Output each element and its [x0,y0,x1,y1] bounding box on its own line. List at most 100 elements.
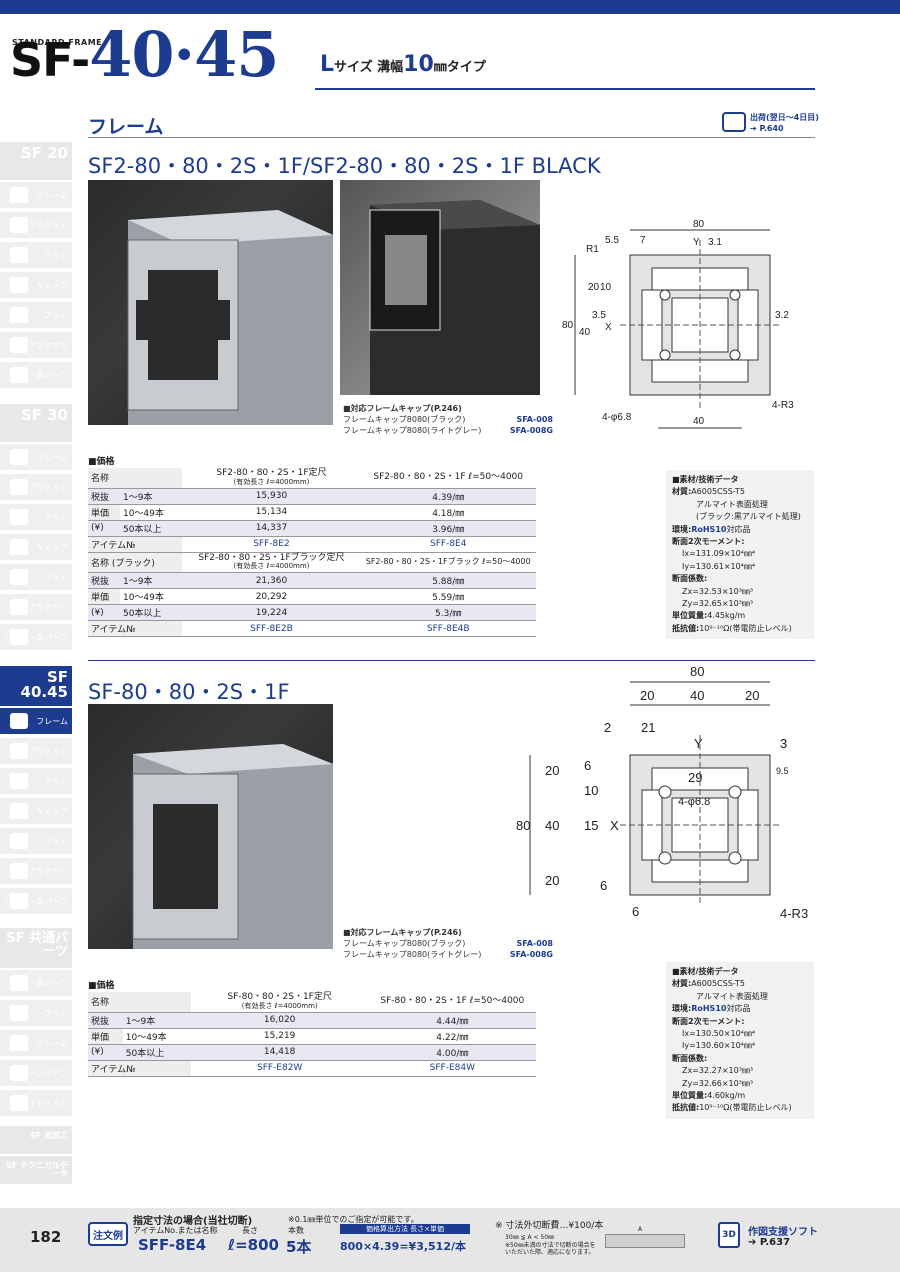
sidebar-item-icon [10,277,28,293]
sidebar-item-icon [10,569,28,585]
item-code-fixed[interactable]: SFF-8E2B [182,620,361,638]
col1-title: SF-80・80・2S・1F定尺 [227,992,332,1002]
sidebar-item[interactable]: アクセサリ [0,858,72,884]
sidebar-head-sf4045[interactable]: SF 40.45 [0,666,72,706]
order-item: SFF-8E4 [138,1236,207,1254]
item-code-fixed[interactable]: SFF-8E2 [182,536,361,553]
spec-key: 材質: [672,979,692,989]
sidebar-item[interactable]: フレーム [0,708,72,734]
table-col2-header: SF2-80・80・2S・1F ℓ=50〜4000 [360,468,536,489]
top-bar [0,0,900,14]
item-no-label: アイテム№ [88,536,183,553]
sidebar-head-sf30[interactable]: SF 30 [0,404,72,442]
cap-gray-code[interactable]: SFA-008G [509,949,553,959]
sidebar-item[interactable]: ナット [0,768,72,794]
item-code-cut[interactable]: SFF-8E4 [360,536,536,553]
sidebar-item-icon [10,599,28,615]
cut-fee: ※ 寸法外切断費…¥100/本 [495,1221,604,1231]
standard-frame-label: STANDARD FRAME [12,38,103,47]
sidebar-item[interactable]: フレーム [0,182,72,208]
sidebar-item[interactable]: キャップ [0,534,72,560]
spec-env: 対応品 [726,524,751,534]
sidebar-item[interactable]: フット [0,302,72,328]
sidebar-item-label: ブラケット [28,220,68,230]
qty-range: 10〜49本 [119,504,183,521]
item-code-cut[interactable]: SFF-E84W [368,1060,536,1077]
dim-3-1: 3.1 [708,237,722,248]
dim-h40: 40 [579,327,591,338]
spec-ix: Ix=130.50×10⁴㎜⁴ [682,1028,756,1038]
sidebar-item[interactable]: ボルト・ネジ [0,1090,72,1116]
table-name-label: 名称 [88,468,183,489]
item-code-fixed[interactable]: SFF-E82W [190,1060,369,1077]
sidebar-item-icon [10,509,28,525]
sidebar-item[interactable]: クリーンファン [0,1060,72,1086]
sidebar-item[interactable]: フット [0,1000,72,1026]
cap-gray-code[interactable]: SFA-008G [509,425,553,435]
sidebar-head-sf20[interactable]: SF 20 [0,142,72,180]
dim-3: 3 [780,736,787,751]
cap-black-code[interactable]: SFA-008 [516,414,553,424]
sidebar-item-label: フレーム [36,190,68,200]
sidebar-item[interactable]: パネル・扉パーツ [0,624,72,650]
sidebar-item[interactable]: キャップ [0,798,72,824]
dim-20-bottom: 20 [545,873,559,888]
sidebar-item-label: フレーム [36,452,68,462]
sidebar-item[interactable]: アクセサリ [0,332,72,358]
software-page-link[interactable]: ➔ P.637 [748,1237,791,1248]
sidebar-item[interactable]: フット [0,564,72,590]
sidebar-item[interactable]: パネル・扉パーツ [0,888,72,914]
spec-env: 対応品 [726,1004,751,1014]
price-fixed: 19,224 [182,604,361,622]
3d-software-icon[interactable]: 3D [718,1222,740,1248]
price-per-mm: 4.22/㎜ [368,1028,536,1045]
sidebar-item-icon [10,367,28,383]
sidebar-item-label: ボルト・ネジ [20,1098,68,1108]
order-example-badge: 注文例 [88,1222,128,1246]
hole-spec: 4-φ6.8 [602,412,632,423]
dim-9-5: 9.5 [776,766,789,776]
sidebar-item[interactable]: ナット [0,242,72,268]
product2-price-title: ■価格 [88,981,115,991]
sidebar-item[interactable]: ブラケット [0,474,72,500]
sidebar-item[interactable]: パネル・扉パーツ [0,970,72,996]
item-code-cut[interactable]: SFF-8E4B [360,620,536,638]
sidebar-item-label: パネル・扉パーツ [4,632,68,642]
sidebar-item[interactable]: キャップ [0,272,72,298]
price-per-mm: 4.44/㎜ [368,1012,536,1029]
sidebar-item[interactable]: フレーム [0,444,72,470]
sidebar-head-common[interactable]: SF 共通パーツ [0,928,72,968]
sidebar-item[interactable]: ナット [0,504,72,530]
sidebar-item[interactable]: フット [0,828,72,854]
spec-key: 抵抗値: [672,623,700,633]
sidebar-item[interactable]: ブラケット [0,738,72,764]
sidebar-item[interactable]: アクセサリ [0,594,72,620]
table-header-row: 名称 (ブラック) SF2-80・80・2S・1Fブラック定尺(有効長さ ℓ=4… [88,552,536,574]
sidebar-item[interactable]: ブラケット [0,212,72,238]
sidebar-head-tech[interactable]: SF テクニカルデータ [0,1156,72,1184]
section-rule [88,137,815,138]
sidebar-item-label: フレーム [36,1038,68,1048]
spec-treatment: アルマイト表面処理 [696,991,768,1001]
sidebar-head-extra[interactable]: SF 追加工 [0,1126,72,1154]
cap-note-head: ■対応フレームキャップ(P.246) [343,928,462,937]
qty-range: 50本以上 [119,520,183,537]
shipping-page-link[interactable]: ➔ P.640 [750,124,784,134]
dim-width: 80 [690,664,704,679]
sidebar-item[interactable]: フレーム [0,1030,72,1056]
price-per-mm: 3.96/㎜ [360,520,536,537]
sidebar-item[interactable]: パネル・扉パーツ [0,362,72,388]
title-prefix: SF- [10,33,90,87]
sidebar-item-label: ナット [44,776,68,786]
hole-spec: 4-φ6.8 [678,796,710,808]
table-header-row: 名称 SF-80・80・2S・1F定尺(有効長さ ℓ=4000mm) SF-80… [88,992,536,1013]
order-col-length: 長さ [242,1226,258,1235]
shipping-info[interactable]: 出荷(翌日〜4日目) ➔ P.640 [750,112,819,134]
cap-black-code[interactable]: SFA-008 [516,938,553,948]
